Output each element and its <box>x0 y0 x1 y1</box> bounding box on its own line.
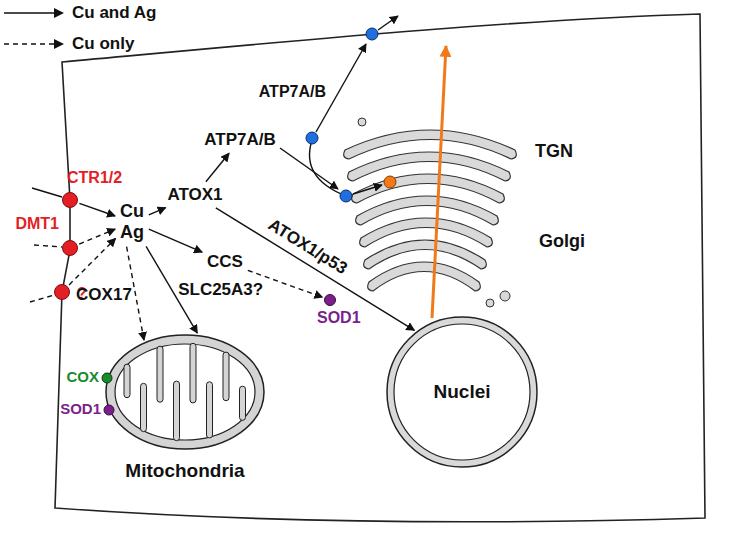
legend-text: Cu and Ag <box>72 3 156 23</box>
connector <box>206 153 229 181</box>
enzyme-dot: SOD1 <box>324 294 336 306</box>
legend-swatch <box>2 37 68 51</box>
node-text: SOD1 <box>317 309 361 327</box>
golgi-apparatus-outline <box>325 105 595 312</box>
mitochondrion-outline <box>105 334 265 450</box>
chaperone-label: ATOX1 <box>164 183 225 207</box>
connector <box>79 229 115 244</box>
connector <box>149 208 166 215</box>
cell-membrane <box>55 14 705 522</box>
legend-arrowhead <box>54 39 64 49</box>
transporter-label: ATP7A/B <box>201 128 278 152</box>
chaperone-label: CCS <box>204 250 246 274</box>
node-text: Nuclei <box>433 381 490 403</box>
transporter-dot: ? <box>54 284 70 300</box>
enzyme-label: SOD1 <box>60 400 101 417</box>
node-text: ATOX1 <box>167 185 222 205</box>
atp7-dot <box>306 132 318 144</box>
nucleus: Nuclei <box>386 316 538 468</box>
metal-pool: CuAg <box>117 199 147 244</box>
ctr-entry-line <box>32 188 62 197</box>
node-text: CCS <box>207 252 243 272</box>
node-text: Ag <box>120 222 144 243</box>
vesicle-path <box>310 140 346 196</box>
atp7-dot <box>366 28 378 40</box>
golgi-apparatus: TGN Golgi <box>325 105 595 312</box>
export-arrow <box>378 16 398 30</box>
edge-label: SLC25A3? <box>176 280 265 300</box>
transporter-label: ATP7A/B <box>259 83 326 101</box>
node-text: ATP7A/B <box>204 130 275 150</box>
node-text: CTR1/2 <box>67 169 122 187</box>
legend-line <box>4 12 56 14</box>
node-text: TGN <box>535 141 573 162</box>
mitochondrion: Mitochondria <box>105 334 265 450</box>
atp7-to-tgn-arrow <box>280 148 338 189</box>
atp7-dot <box>340 190 352 202</box>
node-text: Mitochondria <box>125 460 244 482</box>
connector <box>79 203 115 216</box>
edge-label: COX17 <box>74 285 134 305</box>
legend-arrowhead <box>54 8 64 18</box>
enzyme-label: COX <box>66 368 99 385</box>
node-text: Cu <box>120 201 144 222</box>
legend-swatch <box>2 6 68 20</box>
connector <box>149 229 202 252</box>
node-text: Golgi <box>539 231 585 252</box>
legend-text: Cu only <box>72 34 134 54</box>
transporter-dot: CTR1/2 <box>62 192 78 208</box>
unknown-entry-line <box>30 295 54 302</box>
node-text: DMT1 <box>15 215 59 233</box>
legend-line <box>4 43 56 45</box>
transporter-dot: DMT1 <box>62 240 78 256</box>
dmt1-entry-line <box>34 245 62 247</box>
